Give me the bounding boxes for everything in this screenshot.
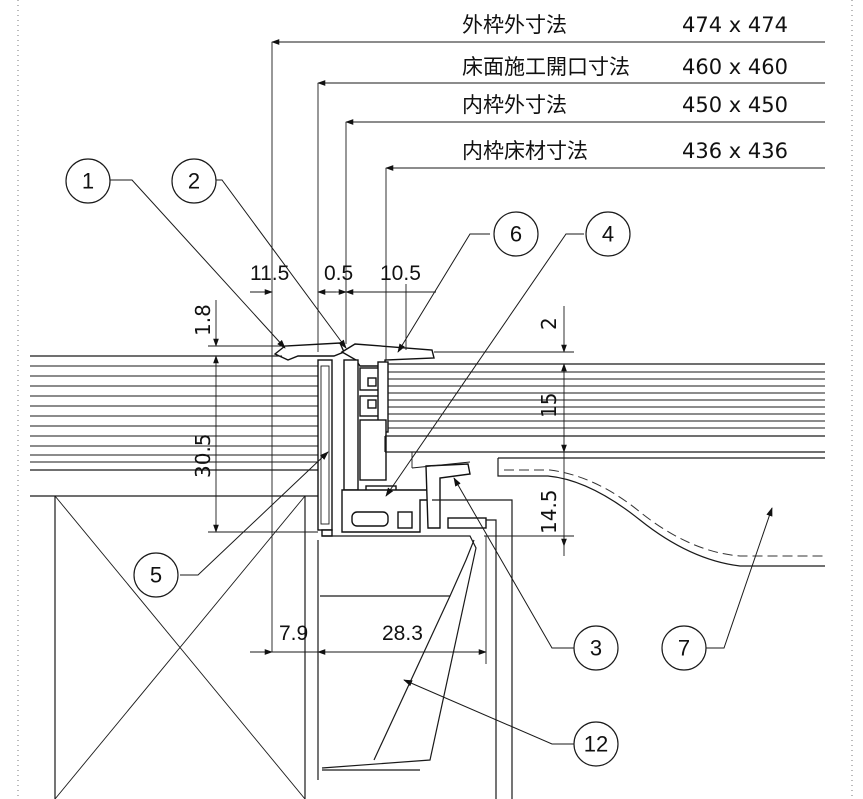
header-label-inner-floor: 内枠床材寸法	[462, 139, 588, 163]
callout-12: 12	[573, 721, 619, 767]
hanging-pan	[317, 535, 477, 780]
svg-text:7: 7	[678, 636, 690, 661]
svg-text:6: 6	[510, 222, 522, 247]
callout-1: 1	[65, 158, 111, 204]
header-value-inner-floor: 436 x 436	[682, 139, 788, 163]
callout-7: 7	[661, 625, 707, 671]
dim-0-5: 0.5	[324, 262, 353, 285]
callout-2: 2	[171, 158, 217, 204]
svg-text:2: 2	[188, 169, 200, 194]
bottom-dimensions: 7.9 28.3	[250, 536, 487, 664]
dim-10-5: 10.5	[380, 262, 421, 285]
dim-1-8: 1.8	[191, 304, 215, 336]
svg-text:1: 1	[82, 169, 94, 194]
outer-frame	[273, 342, 345, 537]
lid-tray	[497, 457, 825, 567]
callout-5: 5	[133, 552, 179, 598]
header-label-inner-frame: 内枠外寸法	[462, 93, 567, 117]
header-dim-lines	[271, 39, 825, 652]
header-value-outer-frame: 474 x 474	[682, 13, 788, 37]
support-bracket	[432, 499, 513, 799]
dim-28-3: 28.3	[382, 622, 423, 645]
svg-text:3: 3	[590, 636, 602, 661]
dim-15: 15	[537, 393, 561, 418]
dim-2: 2	[537, 317, 561, 330]
header-value-inner-frame: 450 x 450	[682, 93, 788, 117]
inner-frame	[340, 343, 471, 533]
leader-lines	[110, 179, 773, 745]
left-joist	[54, 495, 306, 799]
dim-14-5: 14.5	[537, 489, 561, 534]
header-label-floor-opening: 床面施工開口寸法	[462, 55, 630, 79]
header-value-floor-opening: 460 x 460	[682, 55, 788, 79]
dim-11-5: 11.5	[250, 262, 289, 285]
left-dimensions: 1.8 30.5	[191, 300, 318, 533]
inner-floor-layers	[384, 363, 825, 469]
callout-3: 3	[573, 625, 619, 671]
callout-6: 6	[493, 211, 539, 257]
right-dimensions: 2 15 14.5	[434, 306, 574, 556]
callout-4: 4	[585, 211, 631, 257]
header-label-outer-frame: 外枠外寸法	[462, 13, 567, 37]
svg-text:12: 12	[584, 732, 608, 757]
top-dimensions: 11.5 0.5 10.5	[250, 262, 436, 350]
svg-text:4: 4	[602, 222, 614, 247]
dim-30-5: 30.5	[191, 433, 215, 478]
dim-7-9: 7.9	[279, 622, 308, 645]
header-dimension-table: 外枠外寸法 474 x 474 床面施工開口寸法 460 x 460 内枠外寸法…	[462, 13, 788, 163]
svg-text:5: 5	[150, 563, 162, 588]
left-floor-layers	[30, 355, 322, 497]
